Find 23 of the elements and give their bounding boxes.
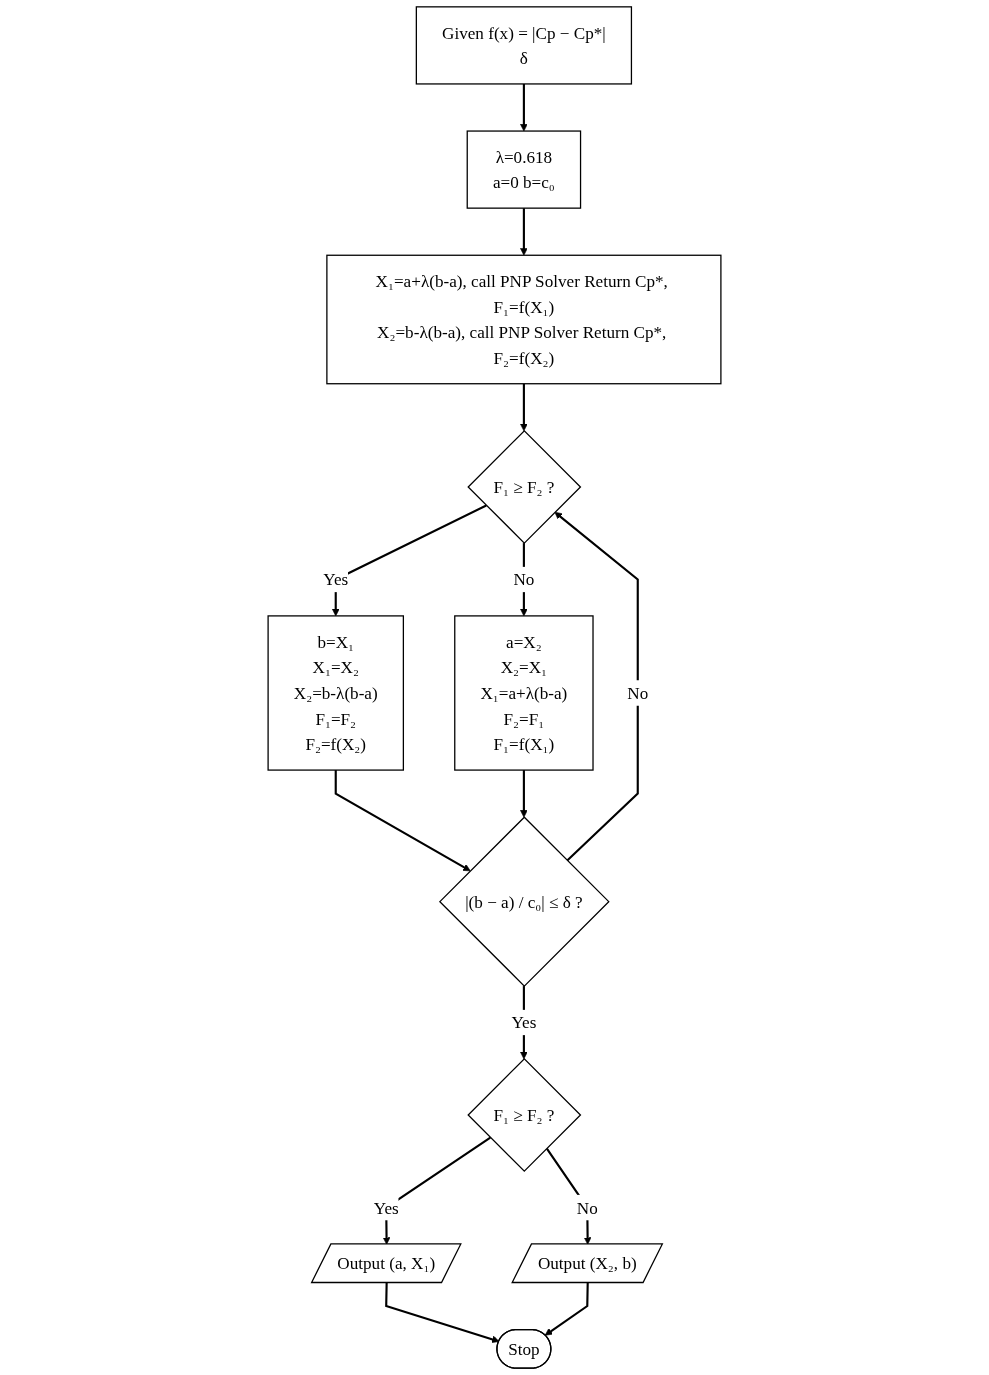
node-diamond: |(b − a) / c₀| ≤ δ ? — [438, 816, 610, 987]
arrow — [520, 83, 528, 132]
arrow — [544, 1282, 589, 1336]
arrow — [520, 770, 528, 818]
arrow — [554, 511, 639, 862]
arrow — [385, 1282, 500, 1343]
arrow — [334, 770, 471, 872]
node-diamond: F₁ ≥ F₂ ? — [467, 1058, 582, 1173]
edge-label: Yes — [323, 570, 349, 589]
node-diamond: F₁ ≥ F₂ ? — [467, 429, 582, 544]
node-box: b=X₁ X₁=X₂ X₂=b-λ(b-a) F₁=F₂ F₂=f(X₂) — [267, 615, 404, 771]
edge-label: No — [513, 570, 535, 589]
node-box: Given f(x) = |Cp − Cp*| δ — [415, 6, 633, 85]
edge-label: No — [576, 1198, 598, 1217]
arrow — [520, 383, 528, 432]
arrow — [331, 504, 487, 617]
edge-label: No — [627, 683, 649, 703]
arrow — [520, 208, 528, 256]
node-box: a=X₂ X₂=X₁ X₁=a+λ(b-a) F₂=F₁ F₁=f(X₁) — [454, 615, 594, 771]
node-box: X₁=a+λ(b-a), call PNP Solver Return Cp*, F₁=f(X₁) X₂=b-λ(b-a), call PNP Solver Return Cp*, F₂=f(X₂) — [326, 254, 722, 385]
edge-label: Yes — [373, 1198, 399, 1217]
edge-label: Yes — [511, 1013, 537, 1032]
node-box: λ=0.618 a=0 b=c₀ — [466, 130, 582, 209]
